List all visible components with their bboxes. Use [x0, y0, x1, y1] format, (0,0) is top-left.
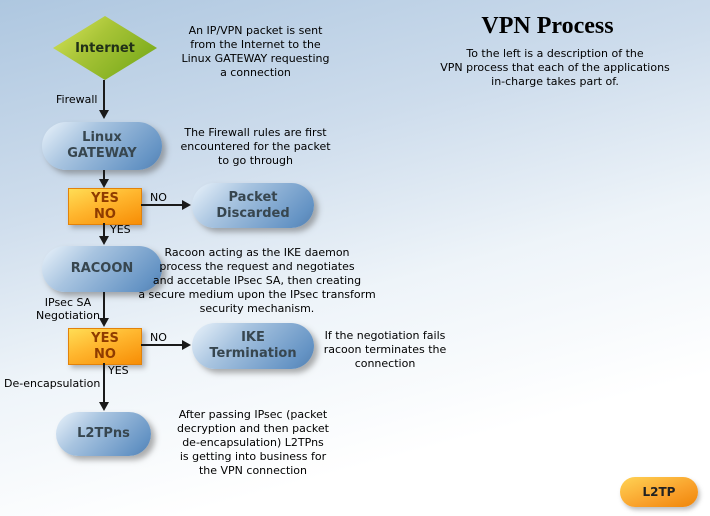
- negotiation-yes-branch-label: YES: [108, 364, 129, 377]
- racoon-node: RACOON: [42, 246, 162, 292]
- l2tpns-node-label: L2TPns: [77, 426, 130, 441]
- packet-discarded-node-label: Packet Discarded: [216, 189, 290, 221]
- edge-internet-gateway-line: [103, 80, 105, 110]
- l2tpns-note: After passing IPsec (packet decryption a…: [177, 408, 329, 477]
- negotiation-decision-node: YES NO: [68, 328, 142, 365]
- packet-discarded-node: Packet Discarded: [192, 183, 314, 228]
- racoon-note: Racoon acting as the IKE daemon process …: [138, 246, 376, 315]
- edge-racoon-decision2-line: [103, 292, 105, 318]
- firewall-decision-label: YES NO: [91, 190, 119, 222]
- internet-node-label: Internet: [75, 40, 135, 56]
- edge-gateway-decision1-arrowhead: [99, 179, 109, 188]
- racoon-node-label: RACOON: [70, 261, 134, 276]
- l2tp-badge-label: L2TP: [642, 485, 676, 499]
- ike-termination-node-label: IKE Termination: [209, 330, 297, 361]
- firewall-no-branch-label: NO: [150, 191, 167, 204]
- internet-node: Internet: [53, 16, 157, 80]
- firewall-yes-branch-label: YES: [110, 223, 131, 236]
- edge-decision2-ike-line: [141, 344, 182, 346]
- diagram-title: VPN Process: [481, 13, 614, 39]
- edge-decision2-ike-arrowhead: [182, 340, 191, 350]
- edge-decision1-racoon-arrowhead: [99, 236, 109, 245]
- edge-internet-gateway-arrowhead: [99, 110, 109, 119]
- negotiation-no-branch-label: NO: [150, 331, 167, 344]
- ike-termination-note: If the negotiation fails racoon terminat…: [323, 329, 447, 370]
- firewall-rules-note: The Firewall rules are first encountered…: [180, 126, 331, 167]
- ike-termination-node: IKE Termination: [192, 323, 314, 369]
- l2tpns-node: L2TPns: [56, 412, 151, 456]
- firewall-edge-label: Firewall: [56, 93, 98, 106]
- edge-racoon-decision2-arrowhead: [99, 318, 109, 327]
- edge-decision1-racoon-line: [103, 223, 105, 236]
- edge-decision1-discard-arrowhead: [182, 200, 191, 210]
- edge-decision2-l2tpns-line: [103, 363, 105, 402]
- diagram-subtitle: To the left is a description of the VPN …: [440, 47, 670, 88]
- edge-decision2-l2tpns-arrowhead: [99, 402, 109, 411]
- ipsec-sa-edge-label: IPsec SA Negotiation: [36, 296, 100, 322]
- de-encapsulation-edge-label: De-encapsulation: [4, 377, 101, 390]
- edge-gateway-decision1-line: [103, 170, 105, 179]
- firewall-decision-node: YES NO: [68, 188, 142, 225]
- internet-note: An IP/VPN packet is sent from the Intern…: [181, 24, 330, 79]
- l2tp-badge: L2TP: [620, 477, 698, 507]
- negotiation-decision-label: YES NO: [91, 330, 119, 362]
- linux-gateway-node: Linux GATEWAY: [42, 122, 162, 170]
- edge-decision1-discard-line: [141, 204, 182, 206]
- linux-gateway-node-label: Linux GATEWAY: [67, 130, 137, 161]
